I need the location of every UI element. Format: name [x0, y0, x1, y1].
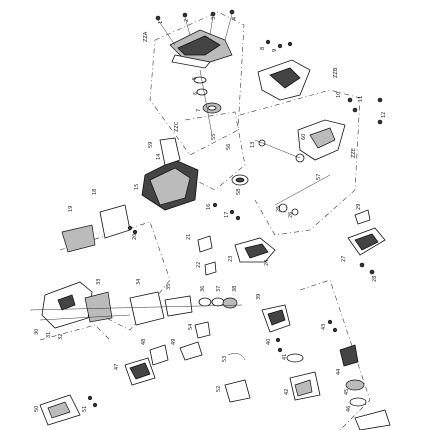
- part-label: 55: [211, 134, 217, 140]
- part-label: 36: [200, 286, 206, 292]
- part-label: 1: [158, 21, 164, 24]
- part-label: 30: [34, 329, 40, 335]
- part-label: 2: [184, 19, 190, 22]
- motor-assembly: [141, 137, 276, 263]
- part-label: 49: [171, 339, 177, 345]
- group-label-zze: ZZE: [351, 148, 357, 158]
- part-label: 58: [236, 189, 242, 195]
- part-label: 52: [216, 386, 222, 392]
- part-label: 60: [301, 134, 307, 140]
- right-column-parts: [327, 319, 391, 430]
- part-label: 17: [224, 212, 230, 218]
- part-label: 25: [276, 206, 282, 212]
- part-label: 47: [114, 364, 120, 370]
- part-label: 28: [372, 276, 378, 282]
- part-label: 15: [134, 184, 140, 190]
- part-label: 51: [82, 406, 88, 412]
- part-label: 8: [260, 47, 266, 50]
- right-components: [347, 209, 386, 275]
- assembly-boundaries: [39, 11, 371, 430]
- part-label: 12: [381, 112, 387, 118]
- handle-assembly: [254, 97, 383, 216]
- part-label: 14: [156, 154, 162, 160]
- part-label: 23: [228, 256, 234, 262]
- part-label: 22: [196, 262, 202, 268]
- group-label-zzb: ZZB: [333, 67, 339, 78]
- group-labels: ZZA ZZB ZZC ZZE: [143, 31, 357, 158]
- part-label: 27: [341, 256, 347, 262]
- part-label: 6: [193, 92, 199, 95]
- part-label: 50: [34, 406, 40, 412]
- part-label: 40: [266, 339, 272, 345]
- base-housing: [29, 281, 243, 329]
- part-label: 46: [346, 406, 352, 412]
- part-label: 5: [192, 77, 198, 80]
- part-label: 9: [272, 49, 278, 52]
- part-label: 39: [256, 294, 262, 300]
- group-label-zzc: ZZC: [174, 121, 180, 132]
- part-label: 20: [132, 234, 138, 240]
- part-label: 11: [358, 96, 364, 102]
- zza-cover-assembly: [155, 9, 235, 136]
- part-callouts: 1 2 3 4 5 6 7 8 9 10 11 12 13 14 15 16 1…: [34, 17, 387, 412]
- part-label: 41: [282, 354, 288, 360]
- part-label: 44: [336, 369, 342, 375]
- part-label: 57: [316, 174, 322, 180]
- part-label: 37: [216, 286, 222, 292]
- part-label: 53: [222, 356, 228, 362]
- part-label: 59: [148, 142, 154, 148]
- lower-left-parts: [39, 341, 203, 426]
- part-label: 13: [250, 142, 256, 148]
- part-label: 3: [211, 17, 217, 20]
- part-label: 29: [356, 204, 362, 210]
- part-label: 54: [188, 324, 194, 330]
- part-label: 48: [141, 339, 147, 345]
- part-label: 7: [196, 109, 202, 112]
- center-bracket: [261, 304, 321, 401]
- part-label: 33: [96, 279, 102, 285]
- part-label: 10: [336, 92, 342, 98]
- part-label: 31: [46, 332, 52, 338]
- part-label: 21: [186, 234, 192, 240]
- part-label: 19: [68, 206, 74, 212]
- group-label-zza: ZZA: [143, 31, 149, 42]
- part-label: 26: [288, 212, 294, 218]
- part-label: 38: [232, 286, 238, 292]
- part-label: 18: [92, 189, 98, 195]
- part-label: 16: [206, 204, 212, 210]
- part-label: 42: [284, 389, 290, 395]
- zzb-rear-housing: [257, 39, 311, 101]
- part-label: 43: [321, 324, 327, 330]
- side-plate-assembly: [61, 204, 138, 253]
- part-label: 45: [344, 389, 350, 395]
- part-label: 56: [226, 144, 232, 150]
- part-label: 24: [264, 260, 270, 266]
- part-label: 35: [166, 284, 172, 290]
- part-label: 4: [232, 17, 238, 20]
- part-label: 34: [136, 279, 142, 285]
- small-parts: [194, 235, 251, 403]
- part-label: 32: [58, 334, 64, 340]
